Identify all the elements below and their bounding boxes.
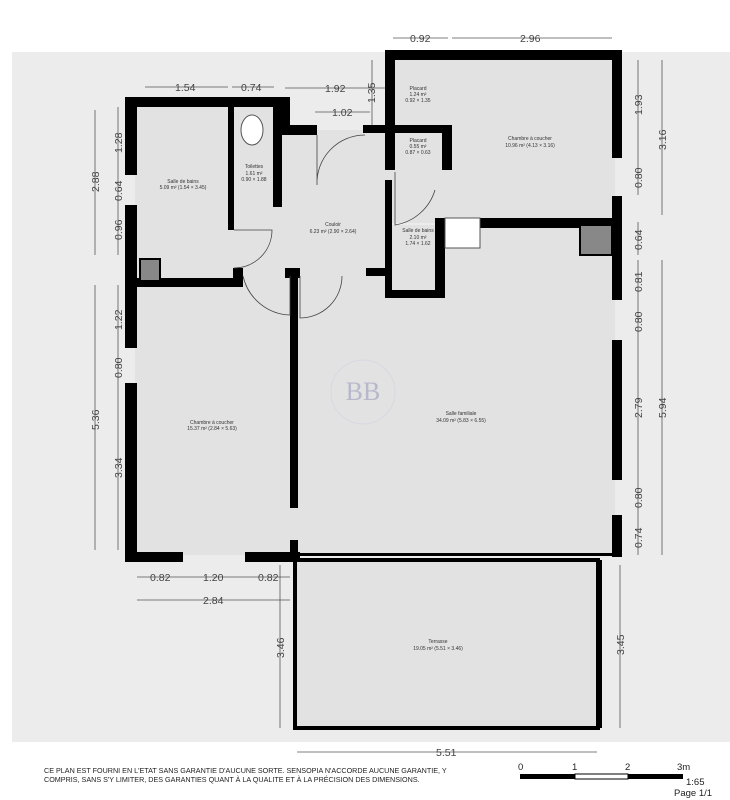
terrace-wall xyxy=(596,560,602,728)
dimension-lines xyxy=(94,37,663,753)
disclaimer: CE PLAN EST FOURNI EN L'ETAT SANS GARANT… xyxy=(44,766,447,784)
dim-label: 0.96 xyxy=(113,219,125,240)
room-name: Placard xyxy=(410,138,427,144)
room-name: Placard xyxy=(410,86,427,92)
shower-icon xyxy=(444,217,481,249)
dim-label: 1.35 xyxy=(366,82,378,103)
room-area: 34.09 m² (5.83 × 6.55) xyxy=(436,418,486,424)
dim-label: 1.22 xyxy=(113,309,125,330)
room-labels: Salle de bains 5.09 m² (1.54 × 3.45) Toi… xyxy=(160,86,556,652)
dim-label: 3.46 xyxy=(275,637,287,658)
dim-label: 0.82 xyxy=(150,572,171,584)
room-area: 0.55 m² xyxy=(410,144,427,150)
door-swings xyxy=(233,134,436,319)
walls xyxy=(125,50,622,562)
floors xyxy=(135,55,615,728)
scale-tick: 2 xyxy=(625,762,631,773)
scale-bar xyxy=(520,773,683,780)
dim-label: 0.80 xyxy=(633,311,645,332)
room-area: 10.96 m² (4.13 × 3.16) xyxy=(505,143,555,149)
dim-label: 5.51 xyxy=(436,747,457,759)
scale-tick: 0 xyxy=(518,762,524,773)
dim-label: 2.79 xyxy=(633,397,645,418)
dim-label: 0.80 xyxy=(113,357,125,378)
room-name: Salle de bains xyxy=(402,228,434,234)
dim-label: 5.36 xyxy=(90,409,102,430)
room-area: 5.09 m² (1.54 × 3.45) xyxy=(160,185,207,191)
dim-label: 0.64 xyxy=(633,229,645,250)
room-area: 15.37 m² (2.84 × 5.63) xyxy=(187,426,237,432)
dim-label: 1.93 xyxy=(633,94,645,115)
scale-tick: 1 xyxy=(572,762,578,773)
dim-label: 1.20 xyxy=(203,572,224,584)
room-dims: 0.87 × 0.63 xyxy=(405,150,430,156)
dim-label: 0.82 xyxy=(258,572,279,584)
room-dims: 0.92 × 1.35 xyxy=(405,98,430,104)
chimney-hatch xyxy=(139,258,161,282)
dim-label: 0.80 xyxy=(633,487,645,508)
dim-label: 0.64 xyxy=(113,180,125,201)
dimension-labels: 0.92 2.96 1.54 0.74 1.92 1.02 1.35 1.93 … xyxy=(90,33,669,759)
room-name: Chambre à coucher xyxy=(508,136,552,142)
room-dims: 0.90 × 1.88 xyxy=(241,177,266,183)
room-area: 2.10 m² xyxy=(410,235,427,241)
room-name: Salle de bains xyxy=(167,179,199,185)
room-area: 19.05 m² (5.51 × 3.46) xyxy=(413,646,463,652)
dim-label: 2.96 xyxy=(520,33,541,45)
room-name: Terrasse xyxy=(428,639,447,645)
dim-label: 3.34 xyxy=(113,457,125,478)
dim-label: 3.45 xyxy=(615,634,627,655)
dim-label: 0.81 xyxy=(633,271,645,292)
room-name: Couloir xyxy=(325,222,341,228)
scale-ratio: 1:65 xyxy=(686,777,705,788)
dim-label: 2.88 xyxy=(90,171,102,192)
dim-label: 1.02 xyxy=(332,107,353,119)
dim-label: 1.54 xyxy=(175,82,196,94)
room-area: 6.23 m² (2.90 × 2.64) xyxy=(310,229,357,235)
dim-label: 2.84 xyxy=(203,595,224,607)
dim-label: 0.92 xyxy=(410,33,431,45)
page-number: Page 1/1 xyxy=(674,788,713,799)
dim-label: 0.74 xyxy=(633,527,645,548)
room-name: Salle familiale xyxy=(446,411,477,417)
room-name: Chambre à coucher xyxy=(190,420,234,426)
scale-tick: 3m xyxy=(677,762,691,773)
room-area: 1.61 m² xyxy=(246,171,263,177)
toilet-icon xyxy=(240,114,264,146)
dim-label: 1.92 xyxy=(325,83,346,95)
logo-watermark xyxy=(330,359,396,425)
dim-label: 3.16 xyxy=(657,129,669,150)
logo-text: BB xyxy=(346,377,381,406)
chimney-hatch xyxy=(579,224,613,256)
dim-label: 5.94 xyxy=(657,397,669,418)
dim-label: 1.28 xyxy=(113,132,125,153)
room-area: 1.24 m² xyxy=(410,92,427,98)
dim-label: 0.74 xyxy=(241,82,262,94)
room-name: Toilettes xyxy=(245,164,264,170)
dim-label: 0.80 xyxy=(633,167,645,188)
room-dims: 1.74 × 1.62 xyxy=(405,241,430,247)
